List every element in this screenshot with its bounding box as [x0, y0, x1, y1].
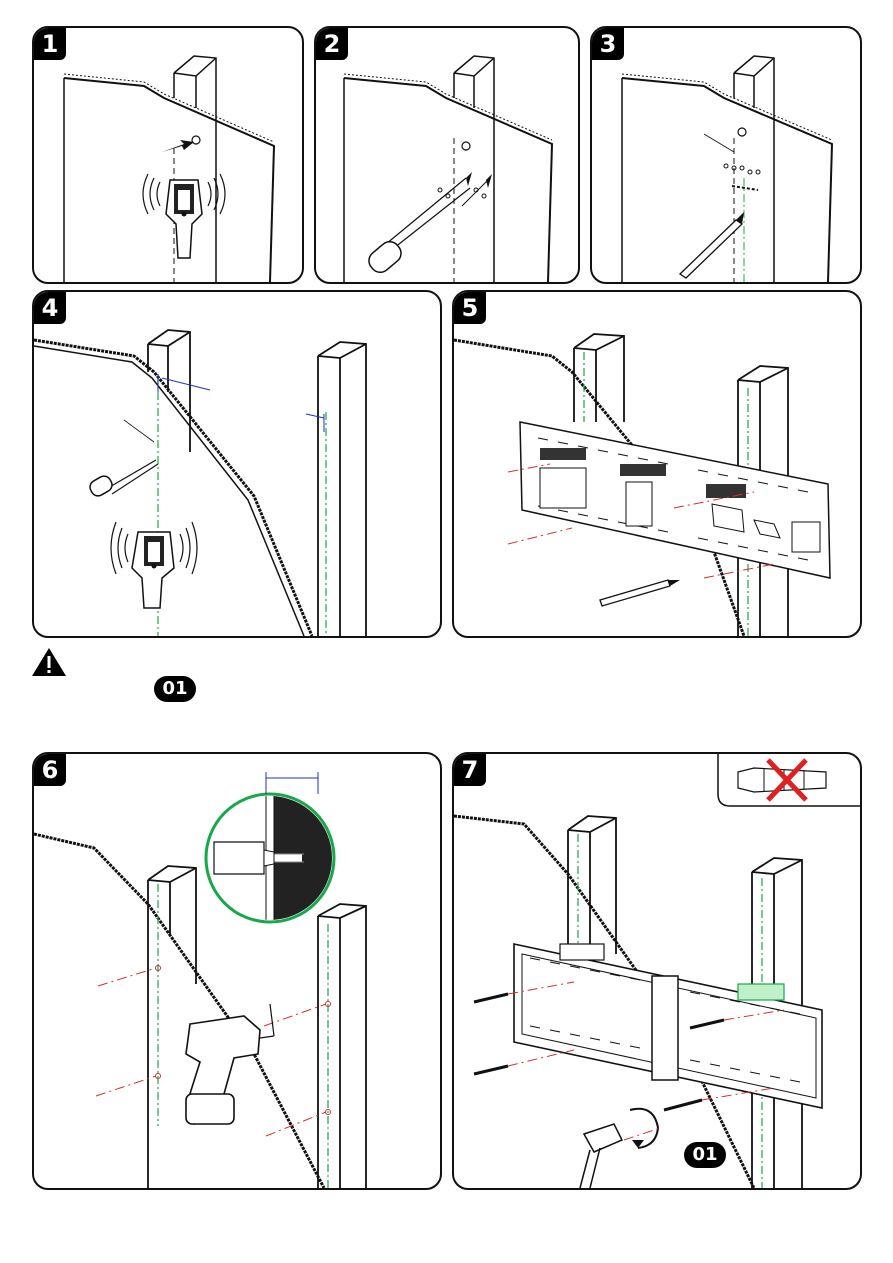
- step-3-panel: 3: [590, 26, 862, 284]
- step-7-part-01-label: 01: [684, 1142, 726, 1168]
- part-01-label: 01: [154, 676, 196, 702]
- wall-anchor-crossed-icon: [738, 760, 826, 800]
- step-1-illustration: [34, 28, 302, 282]
- step-4-panel: 4: [32, 290, 442, 638]
- step-7-illustration: [454, 754, 860, 1188]
- step-3-illustration: [592, 28, 860, 282]
- step-5-illustration: [454, 292, 860, 636]
- step-7-panel: 7: [452, 752, 862, 1190]
- step-6-illustration: [34, 754, 440, 1188]
- step-2-illustration: [316, 28, 578, 282]
- step-2-panel: 2: [314, 26, 580, 284]
- step-4-illustration: [34, 292, 440, 636]
- step-5-panel: 5: [452, 290, 862, 638]
- step-6-panel: 6: [32, 752, 442, 1190]
- step-1-panel: 1: [32, 26, 304, 284]
- warning-triangle-icon: [30, 646, 68, 678]
